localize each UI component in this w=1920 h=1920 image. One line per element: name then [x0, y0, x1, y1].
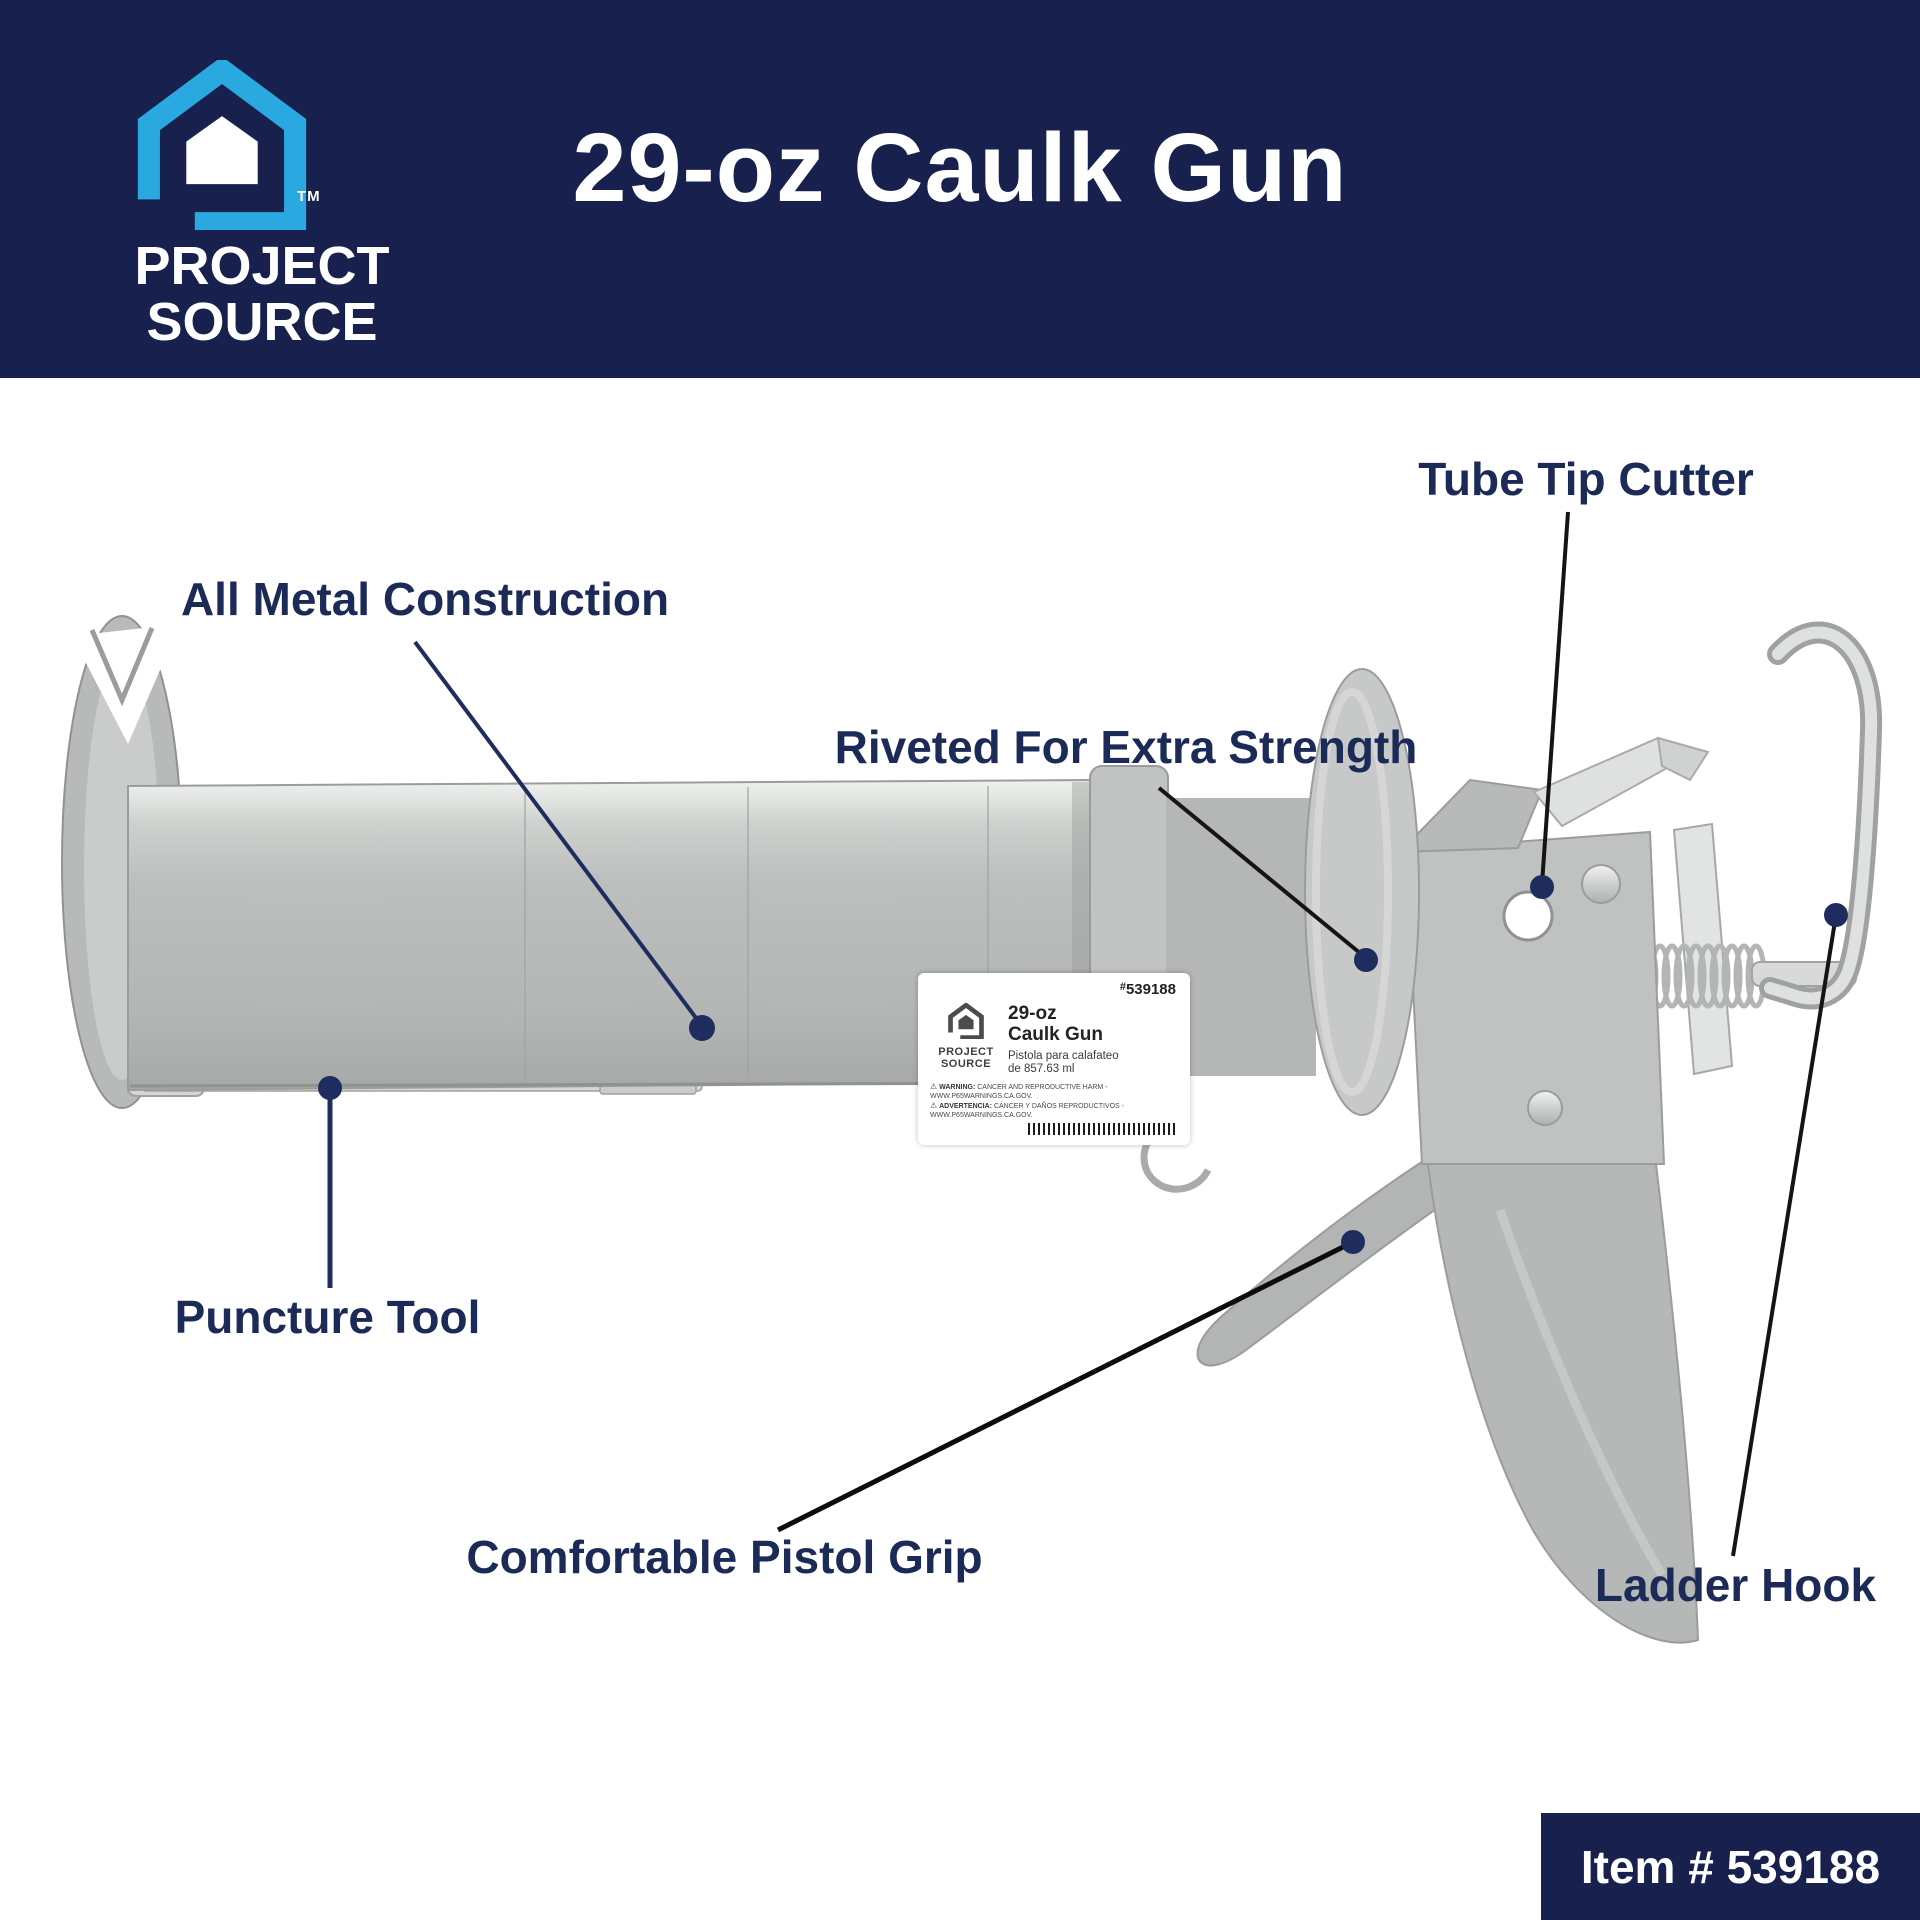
dot-tube-tip-cutter	[1530, 875, 1554, 899]
leader-pistol-grip	[776, 1239, 1355, 1533]
product-label-warnings: ⚠ WARNING: CANCER AND REPRODUCTIVE HARM …	[930, 1082, 1178, 1120]
dot-pistol-grip	[1341, 1230, 1365, 1254]
header-band: TM PROJECT SOURCE 29-oz Caulk Gun	[0, 0, 1920, 378]
item-number-label: Item # 539188	[1580, 1840, 1881, 1893]
product-label-brand: PROJECT SOURCE	[930, 1046, 1002, 1070]
frame-front-ring	[1304, 668, 1420, 1116]
warning-es: ⚠ ADVERTENCIA: CÁNCER Y DAÑOS REPRODUCTI…	[930, 1101, 1178, 1120]
product-label-size: 29-oz	[1008, 1003, 1057, 1024]
warning-en-text: CANCER AND REPRODUCTIVE HARM - WWW.P65WA…	[930, 1084, 1108, 1100]
pistol-grip-handle	[1426, 1163, 1700, 1644]
project-source-logo: TM PROJECT SOURCE	[134, 60, 390, 360]
leader-all-metal	[413, 640, 704, 1028]
barrel-rear-segment	[1166, 798, 1316, 1076]
callout-ladder-hook: Ladder Hook	[1594, 1559, 1877, 1611]
warning-es-label: ADVERTENCIA:	[939, 1103, 993, 1110]
warning-triangle-icon: ⚠	[930, 1101, 938, 1110]
warning-en: ⚠ WARNING: CANCER AND REPRODUCTIVE HARM …	[930, 1082, 1178, 1101]
brand-line2: SOURCE	[146, 292, 378, 352]
brand-line1: PROJECT	[134, 236, 390, 296]
leader-lines	[318, 511, 1848, 1557]
label-brand-line1: PROJECT	[938, 1046, 994, 1058]
barrel	[127, 778, 1093, 1092]
product-label-item-number: #539188	[1120, 981, 1176, 998]
leader-ladder-hook	[1731, 914, 1838, 1557]
product-label-logo: PROJECT SOURCE	[930, 1002, 1002, 1076]
callout-riveted-for-extra-strength: Riveted For Extra Strength	[834, 721, 1418, 773]
product-label-name: Caulk Gun	[1008, 1024, 1104, 1045]
label-spanish-line1: Pistola para calafateo	[1008, 1050, 1119, 1062]
item-number-box: Item # 539188	[1541, 1813, 1920, 1920]
rivet-bottom	[1527, 1090, 1563, 1126]
house-logo-icon	[137, 60, 307, 230]
callout-comfortable-pistol-grip: Comfortable Pistol Grip	[466, 1531, 983, 1583]
logo-trademark: TM	[297, 188, 321, 205]
dot-all-metal	[689, 1015, 715, 1041]
tube-tip-cutter-lever	[1397, 736, 1710, 854]
brand-wordmark: PROJECT SOURCE	[97, 238, 427, 350]
callout-tube-tip-cutter: Tube Tip Cutter	[1418, 453, 1754, 505]
dot-ladder-hook	[1824, 903, 1848, 927]
label-brand-line2: SOURCE	[940, 1058, 992, 1070]
frame-plate	[1404, 830, 1666, 1165]
page-title: 29-oz Caulk Gun	[572, 113, 1348, 222]
item-number-value: 539188	[1125, 981, 1176, 998]
dot-riveted	[1354, 948, 1378, 972]
spring	[1637, 943, 1767, 1009]
product-label-spanish: Pistola para calafateo de 857.63 ml	[1008, 1050, 1178, 1076]
callout-all-metal-construction: All Metal Construction	[180, 573, 670, 625]
barcode	[1028, 1123, 1178, 1135]
ladder-hook	[1759, 621, 1883, 1010]
rivet-top	[1581, 864, 1621, 904]
label-spanish-line2: de 857.63 ml	[1008, 1063, 1075, 1075]
warning-en-label: WARNING:	[939, 1084, 976, 1091]
leader-riveted	[1157, 786, 1368, 960]
product-label: #539188 PROJECT SOURCE 29-oz Caulk Gun P…	[918, 973, 1190, 1145]
item-hash: #	[1119, 981, 1126, 993]
tube-tip-cutter-hole	[1502, 890, 1554, 942]
house-logo-icon-small	[948, 1002, 984, 1040]
leader-tube-tip-cutter	[1540, 511, 1570, 885]
warning-es-text: CÁNCER Y DAÑOS REPRODUCTIVOS - WWW.P65WA…	[930, 1103, 1125, 1119]
warning-triangle-icon: ⚠	[930, 1082, 938, 1091]
callout-puncture-tool: Puncture Tool	[174, 1291, 481, 1343]
dot-puncture-tool	[318, 1076, 342, 1100]
